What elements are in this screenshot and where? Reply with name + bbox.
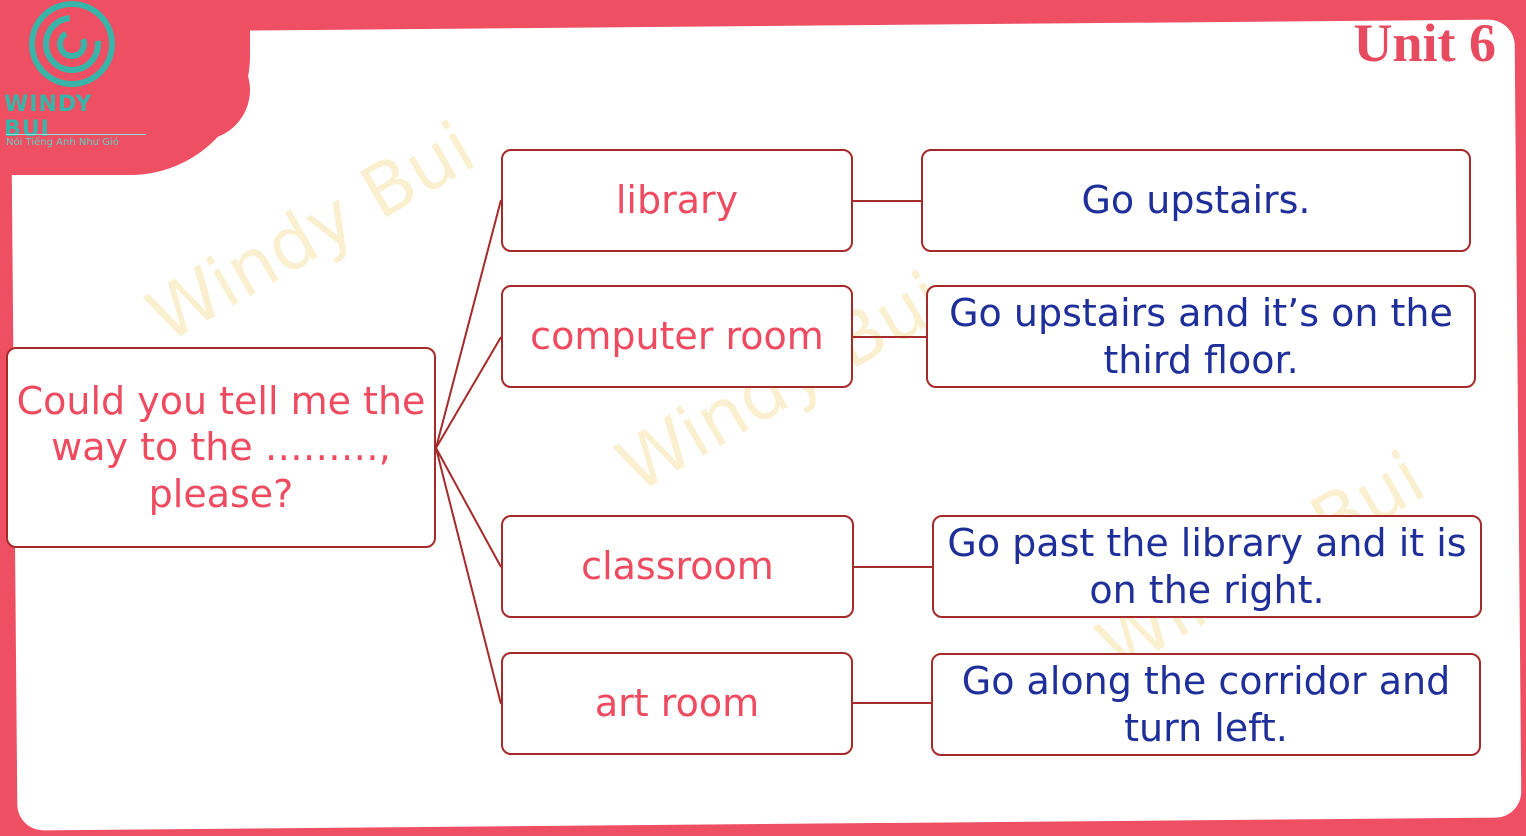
place-library: library [501, 149, 853, 252]
connector-question-classroom [435, 447, 502, 568]
logo-tagline: Nói Tiếng Anh Như Gió [6, 134, 146, 148]
connector-question-library [435, 199, 502, 449]
place-art-room: art room [501, 652, 853, 755]
unit-title: Unit 6 [1353, 13, 1496, 73]
connector-question-computer-room [435, 336, 502, 449]
question-box: Could you tell me the way to the ………, pl… [6, 347, 436, 548]
direction-classroom: Go past the library and it is on the rig… [932, 515, 1482, 618]
direction-art-room: Go along the corridor and turn left. [931, 653, 1481, 756]
direction-library: Go upstairs. [921, 149, 1471, 252]
place-classroom: classroom [501, 515, 854, 618]
place-computer-room: computer room [501, 285, 853, 388]
direction-computer-room: Go upstairs and it’s on the third floor. [926, 285, 1476, 388]
logo-name: WINDY BUI [4, 92, 93, 142]
logo-background-bump [150, 40, 250, 140]
swirl-logo-icon [29, 1, 115, 87]
connector-question-art-room [435, 447, 502, 705]
